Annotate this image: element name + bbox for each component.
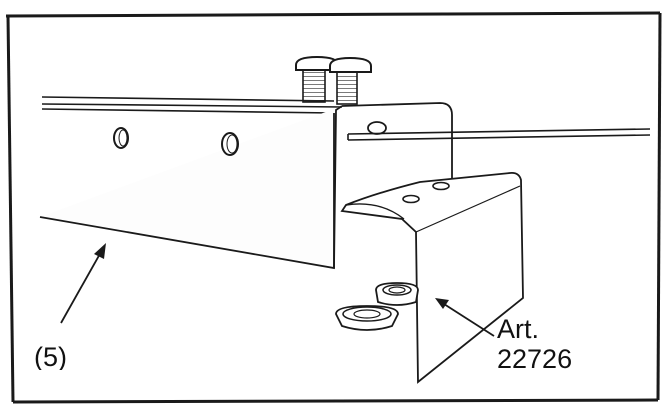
leader-arrow-part-5 [60, 243, 106, 324]
part-label-5: (5) [34, 344, 67, 370]
flat-bar-part-5 [39, 105, 343, 270]
grommet-lower [335, 305, 399, 331]
leader-arrow-art-22726 [435, 298, 495, 337]
bracket-hole-front [402, 194, 420, 204]
sheet-edge [347, 128, 651, 141]
bracket-art-22726 [340, 171, 524, 384]
screw-right [329, 56, 372, 105]
top-rail [41, 96, 343, 114]
bracket-hole-back [432, 181, 450, 191]
grommet-upper [375, 282, 419, 306]
art-label-line2: 22726 [497, 344, 573, 375]
picture-frame [5, 11, 662, 404]
back-plate [341, 102, 453, 178]
art-label-line1: Art. [497, 314, 540, 344]
bar-hole-right [221, 132, 239, 156]
bar-hole-left [113, 127, 129, 149]
part-label-art-22726: Art. 22726 [497, 314, 572, 374]
